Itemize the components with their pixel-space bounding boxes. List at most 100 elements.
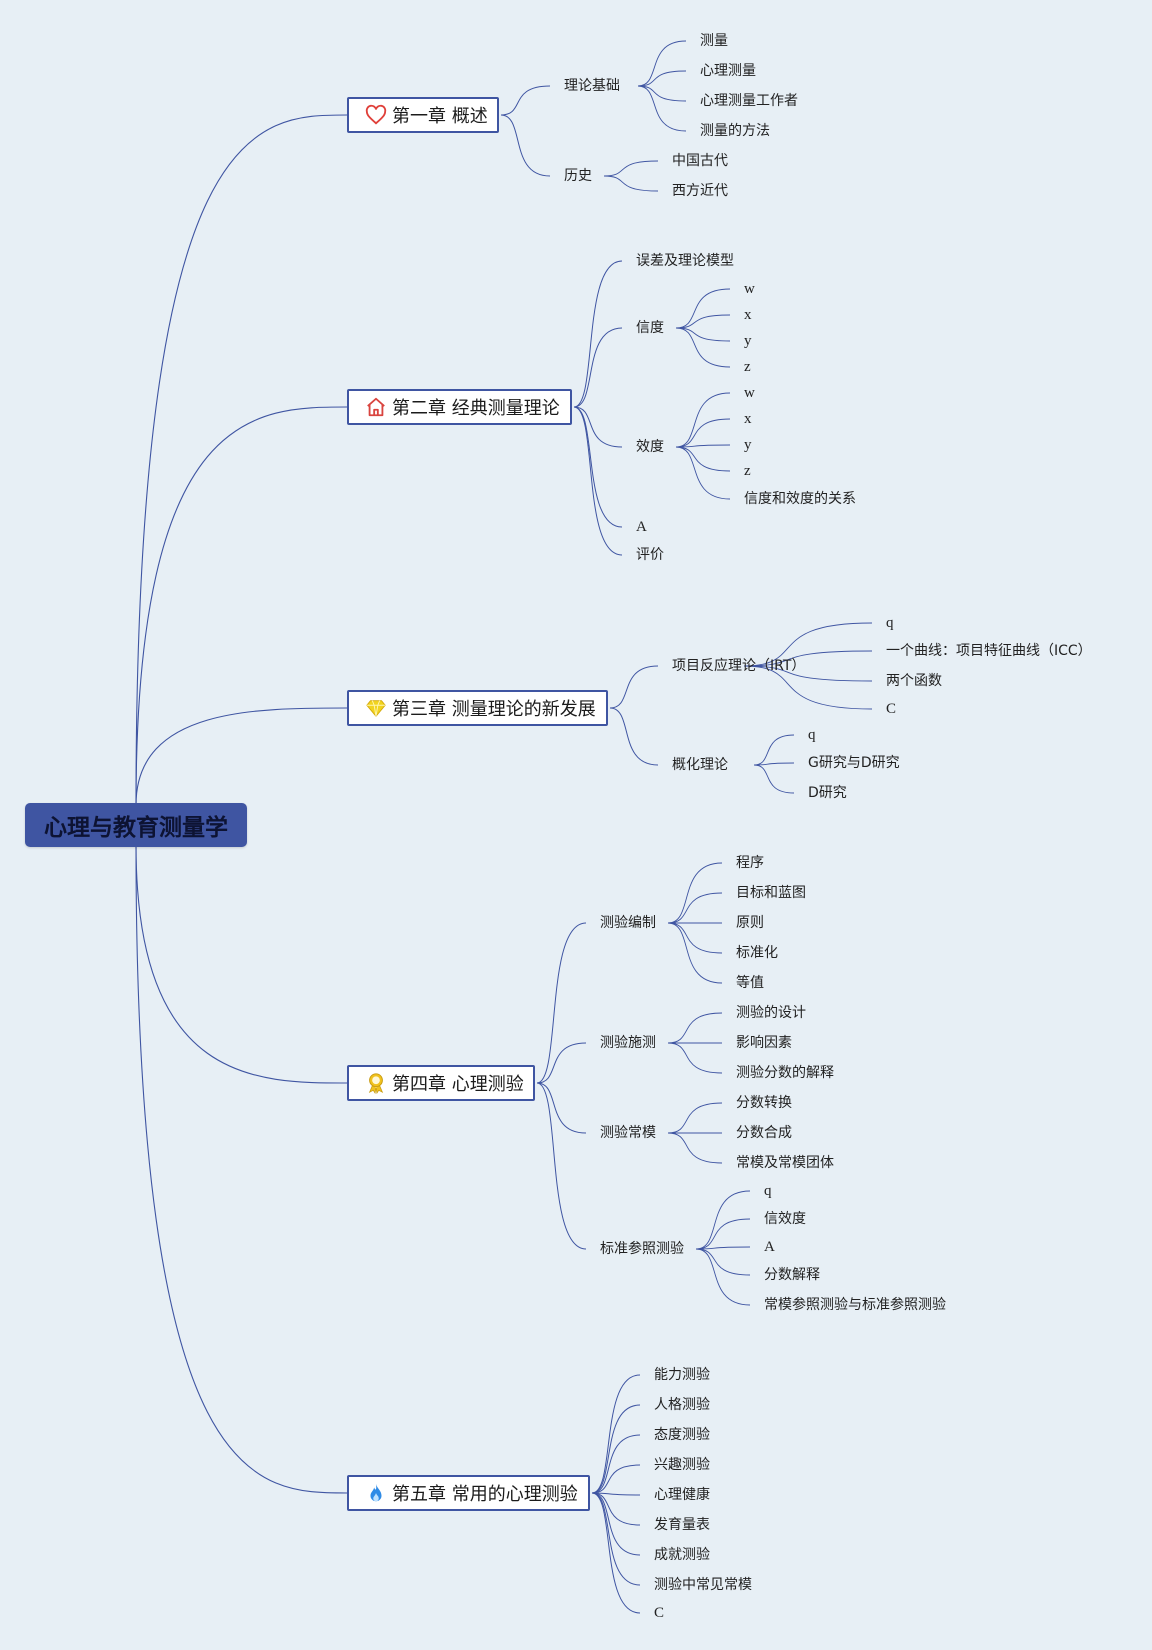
topic-ch5-7[interactable]: 成就测验 bbox=[654, 1547, 710, 1563]
diamond-icon bbox=[365, 697, 387, 719]
subtopic-ch1-2-1[interactable]: 中国古代 bbox=[672, 153, 728, 169]
connector-ch4-sub4-leaf4 bbox=[695, 1248, 751, 1276]
subtopic-ch4-3-3[interactable]: 常模及常模团体 bbox=[736, 1155, 834, 1171]
subtopic-ch4-4-2[interactable]: 信效度 bbox=[764, 1211, 806, 1227]
topic-ch3-1[interactable]: 项目反应理论（IRT） bbox=[672, 658, 806, 674]
connector-root-chapter-4 bbox=[135, 844, 348, 1084]
connector-ch5-sub1 bbox=[591, 1374, 641, 1494]
flame-icon bbox=[365, 1482, 387, 1504]
subtopic-ch4-1-3[interactable]: 原则 bbox=[736, 915, 764, 931]
topic-ch2-1[interactable]: 误差及理论模型 bbox=[636, 253, 734, 269]
topic-ch2-3[interactable]: 效度 bbox=[636, 439, 664, 455]
subtopic-ch4-1-4[interactable]: 标准化 bbox=[736, 945, 778, 961]
topic-ch5-6[interactable]: 发育量表 bbox=[654, 1517, 710, 1533]
connector-ch3-sub1 bbox=[609, 665, 659, 709]
subtopic-ch1-1-3[interactable]: 心理测量工作者 bbox=[700, 93, 798, 109]
subtopic-ch4-4-1[interactable]: q bbox=[764, 1183, 772, 1199]
connector-ch3-sub1-leaf3 bbox=[743, 665, 873, 682]
subtopic-ch4-2-3[interactable]: 测验分数的解释 bbox=[736, 1065, 834, 1081]
connector-ch5-sub3 bbox=[591, 1434, 641, 1494]
root-topic[interactable]: 心理与教育测量学 bbox=[25, 803, 247, 847]
subtopic-ch4-2-2[interactable]: 影响因素 bbox=[736, 1035, 792, 1051]
chapter-topic-1[interactable]: 第一章 概述 bbox=[347, 97, 499, 133]
topic-ch5-1[interactable]: 能力测验 bbox=[654, 1367, 710, 1383]
topic-ch4-2[interactable]: 测验施测 bbox=[600, 1035, 656, 1051]
topic-ch3-2[interactable]: 概化理论 bbox=[672, 757, 728, 773]
connector-ch5-sub2 bbox=[591, 1404, 641, 1494]
chapter-topic-3[interactable]: 第三章 测量理论的新发展 bbox=[347, 690, 608, 726]
connector-ch4-sub4-leaf5 bbox=[695, 1248, 751, 1306]
subtopic-ch3-2-1[interactable]: q bbox=[808, 727, 816, 743]
subtopic-ch4-4-4[interactable]: 分数解释 bbox=[764, 1267, 820, 1283]
connector-ch3-sub2 bbox=[609, 707, 659, 766]
subtopic-ch2-2-1[interactable]: w bbox=[744, 281, 755, 297]
subtopic-ch4-1-1[interactable]: 程序 bbox=[736, 855, 764, 871]
topic-ch5-2[interactable]: 人格测验 bbox=[654, 1397, 710, 1413]
topic-ch1-1[interactable]: 理论基础 bbox=[564, 78, 620, 94]
subtopic-ch3-1-2[interactable]: 一个曲线：项目特征曲线（ICC） bbox=[886, 643, 1092, 659]
subtopic-ch1-1-4[interactable]: 测量的方法 bbox=[700, 123, 770, 139]
topic-ch2-5[interactable]: 评价 bbox=[636, 547, 664, 563]
chapter-topic-2[interactable]: 第二章 经典测量理论 bbox=[347, 389, 572, 425]
subtopic-ch1-1-2[interactable]: 心理测量 bbox=[700, 63, 756, 79]
connector-ch2-sub2-leaf3 bbox=[675, 327, 731, 342]
subtopic-ch1-1-1[interactable]: 测量 bbox=[700, 33, 728, 49]
topic-ch4-4[interactable]: 标准参照测验 bbox=[600, 1241, 684, 1257]
connector-ch2-sub2-leaf1 bbox=[675, 288, 731, 329]
connector-ch3-sub2-leaf3 bbox=[753, 764, 795, 794]
subtopic-ch2-2-2[interactable]: x bbox=[744, 307, 752, 323]
subtopic-ch2-3-1[interactable]: w bbox=[744, 385, 755, 401]
subtopic-ch3-2-2[interactable]: G研究与D研究 bbox=[808, 755, 900, 771]
connector-ch2-sub3-leaf4 bbox=[675, 446, 731, 472]
subtopic-ch3-1-1[interactable]: q bbox=[886, 615, 894, 631]
connector-ch3-sub1-leaf4 bbox=[743, 665, 873, 710]
topic-ch5-3[interactable]: 态度测验 bbox=[654, 1427, 710, 1443]
topic-ch5-8[interactable]: 测验中常见常模 bbox=[654, 1577, 752, 1593]
connector-ch4-sub1-leaf5 bbox=[667, 922, 723, 984]
connector-ch4-sub1-leaf4 bbox=[667, 922, 723, 954]
connector-ch4-sub4 bbox=[536, 1082, 587, 1250]
subtopic-ch4-4-5[interactable]: 常模参照测验与标准参照测验 bbox=[764, 1297, 946, 1313]
topic-ch1-2[interactable]: 历史 bbox=[564, 168, 592, 184]
connector-ch4-sub3-leaf1 bbox=[667, 1102, 723, 1134]
connector-ch1-sub1-leaf1 bbox=[637, 40, 687, 87]
subtopic-ch4-2-1[interactable]: 测验的设计 bbox=[736, 1005, 806, 1021]
subtopic-ch3-2-3[interactable]: D研究 bbox=[808, 785, 847, 801]
subtopic-ch2-2-4[interactable]: z bbox=[744, 359, 751, 375]
connector-ch3-sub2-leaf1 bbox=[753, 734, 795, 766]
topic-ch5-4[interactable]: 兴趣测验 bbox=[654, 1457, 710, 1473]
subtopic-ch4-4-3[interactable]: A bbox=[764, 1239, 775, 1255]
topic-ch4-1[interactable]: 测验编制 bbox=[600, 915, 656, 931]
subtopic-ch1-2-2[interactable]: 西方近代 bbox=[672, 183, 728, 199]
subtopic-ch2-3-4[interactable]: z bbox=[744, 463, 751, 479]
topic-ch5-5[interactable]: 心理健康 bbox=[654, 1487, 710, 1503]
connector-ch5-sub8 bbox=[591, 1492, 641, 1586]
subtopic-ch2-3-5[interactable]: 信度和效度的关系 bbox=[744, 491, 856, 507]
subtopic-ch3-1-3[interactable]: 两个函数 bbox=[886, 673, 942, 689]
topic-ch2-2[interactable]: 信度 bbox=[636, 320, 664, 336]
connector-ch2-sub2-leaf4 bbox=[675, 327, 731, 368]
connector-ch4-sub3-leaf3 bbox=[667, 1132, 723, 1164]
subtopic-ch4-1-5[interactable]: 等值 bbox=[736, 975, 764, 991]
subtopic-ch2-2-3[interactable]: y bbox=[744, 333, 752, 349]
connector-ch4-sub1-leaf1 bbox=[667, 862, 723, 924]
connector-ch5-sub5 bbox=[591, 1492, 641, 1496]
chapter-topic-5[interactable]: 第五章 常用的心理测验 bbox=[347, 1475, 590, 1511]
subtopic-ch2-3-3[interactable]: y bbox=[744, 437, 752, 453]
topic-ch2-4[interactable]: A bbox=[636, 519, 647, 535]
connector-ch3-sub1-leaf1 bbox=[743, 622, 873, 667]
topic-ch4-3[interactable]: 测验常模 bbox=[600, 1125, 656, 1141]
chapter-topic-4[interactable]: 第四章 心理测验 bbox=[347, 1065, 535, 1101]
subtopic-ch4-3-1[interactable]: 分数转换 bbox=[736, 1095, 792, 1111]
subtopic-ch3-1-4[interactable]: C bbox=[886, 701, 897, 717]
subtopic-ch4-3-2[interactable]: 分数合成 bbox=[736, 1125, 792, 1141]
heart-icon bbox=[365, 104, 387, 126]
topic-ch5-9[interactable]: C bbox=[654, 1605, 665, 1621]
connector-root-chapter-5 bbox=[135, 844, 348, 1494]
connector-ch4-sub1-leaf2 bbox=[667, 892, 723, 924]
connector-ch1-sub2 bbox=[500, 114, 551, 177]
subtopic-ch2-3-2[interactable]: x bbox=[744, 411, 752, 427]
subtopic-ch4-1-2[interactable]: 目标和蓝图 bbox=[736, 885, 806, 901]
